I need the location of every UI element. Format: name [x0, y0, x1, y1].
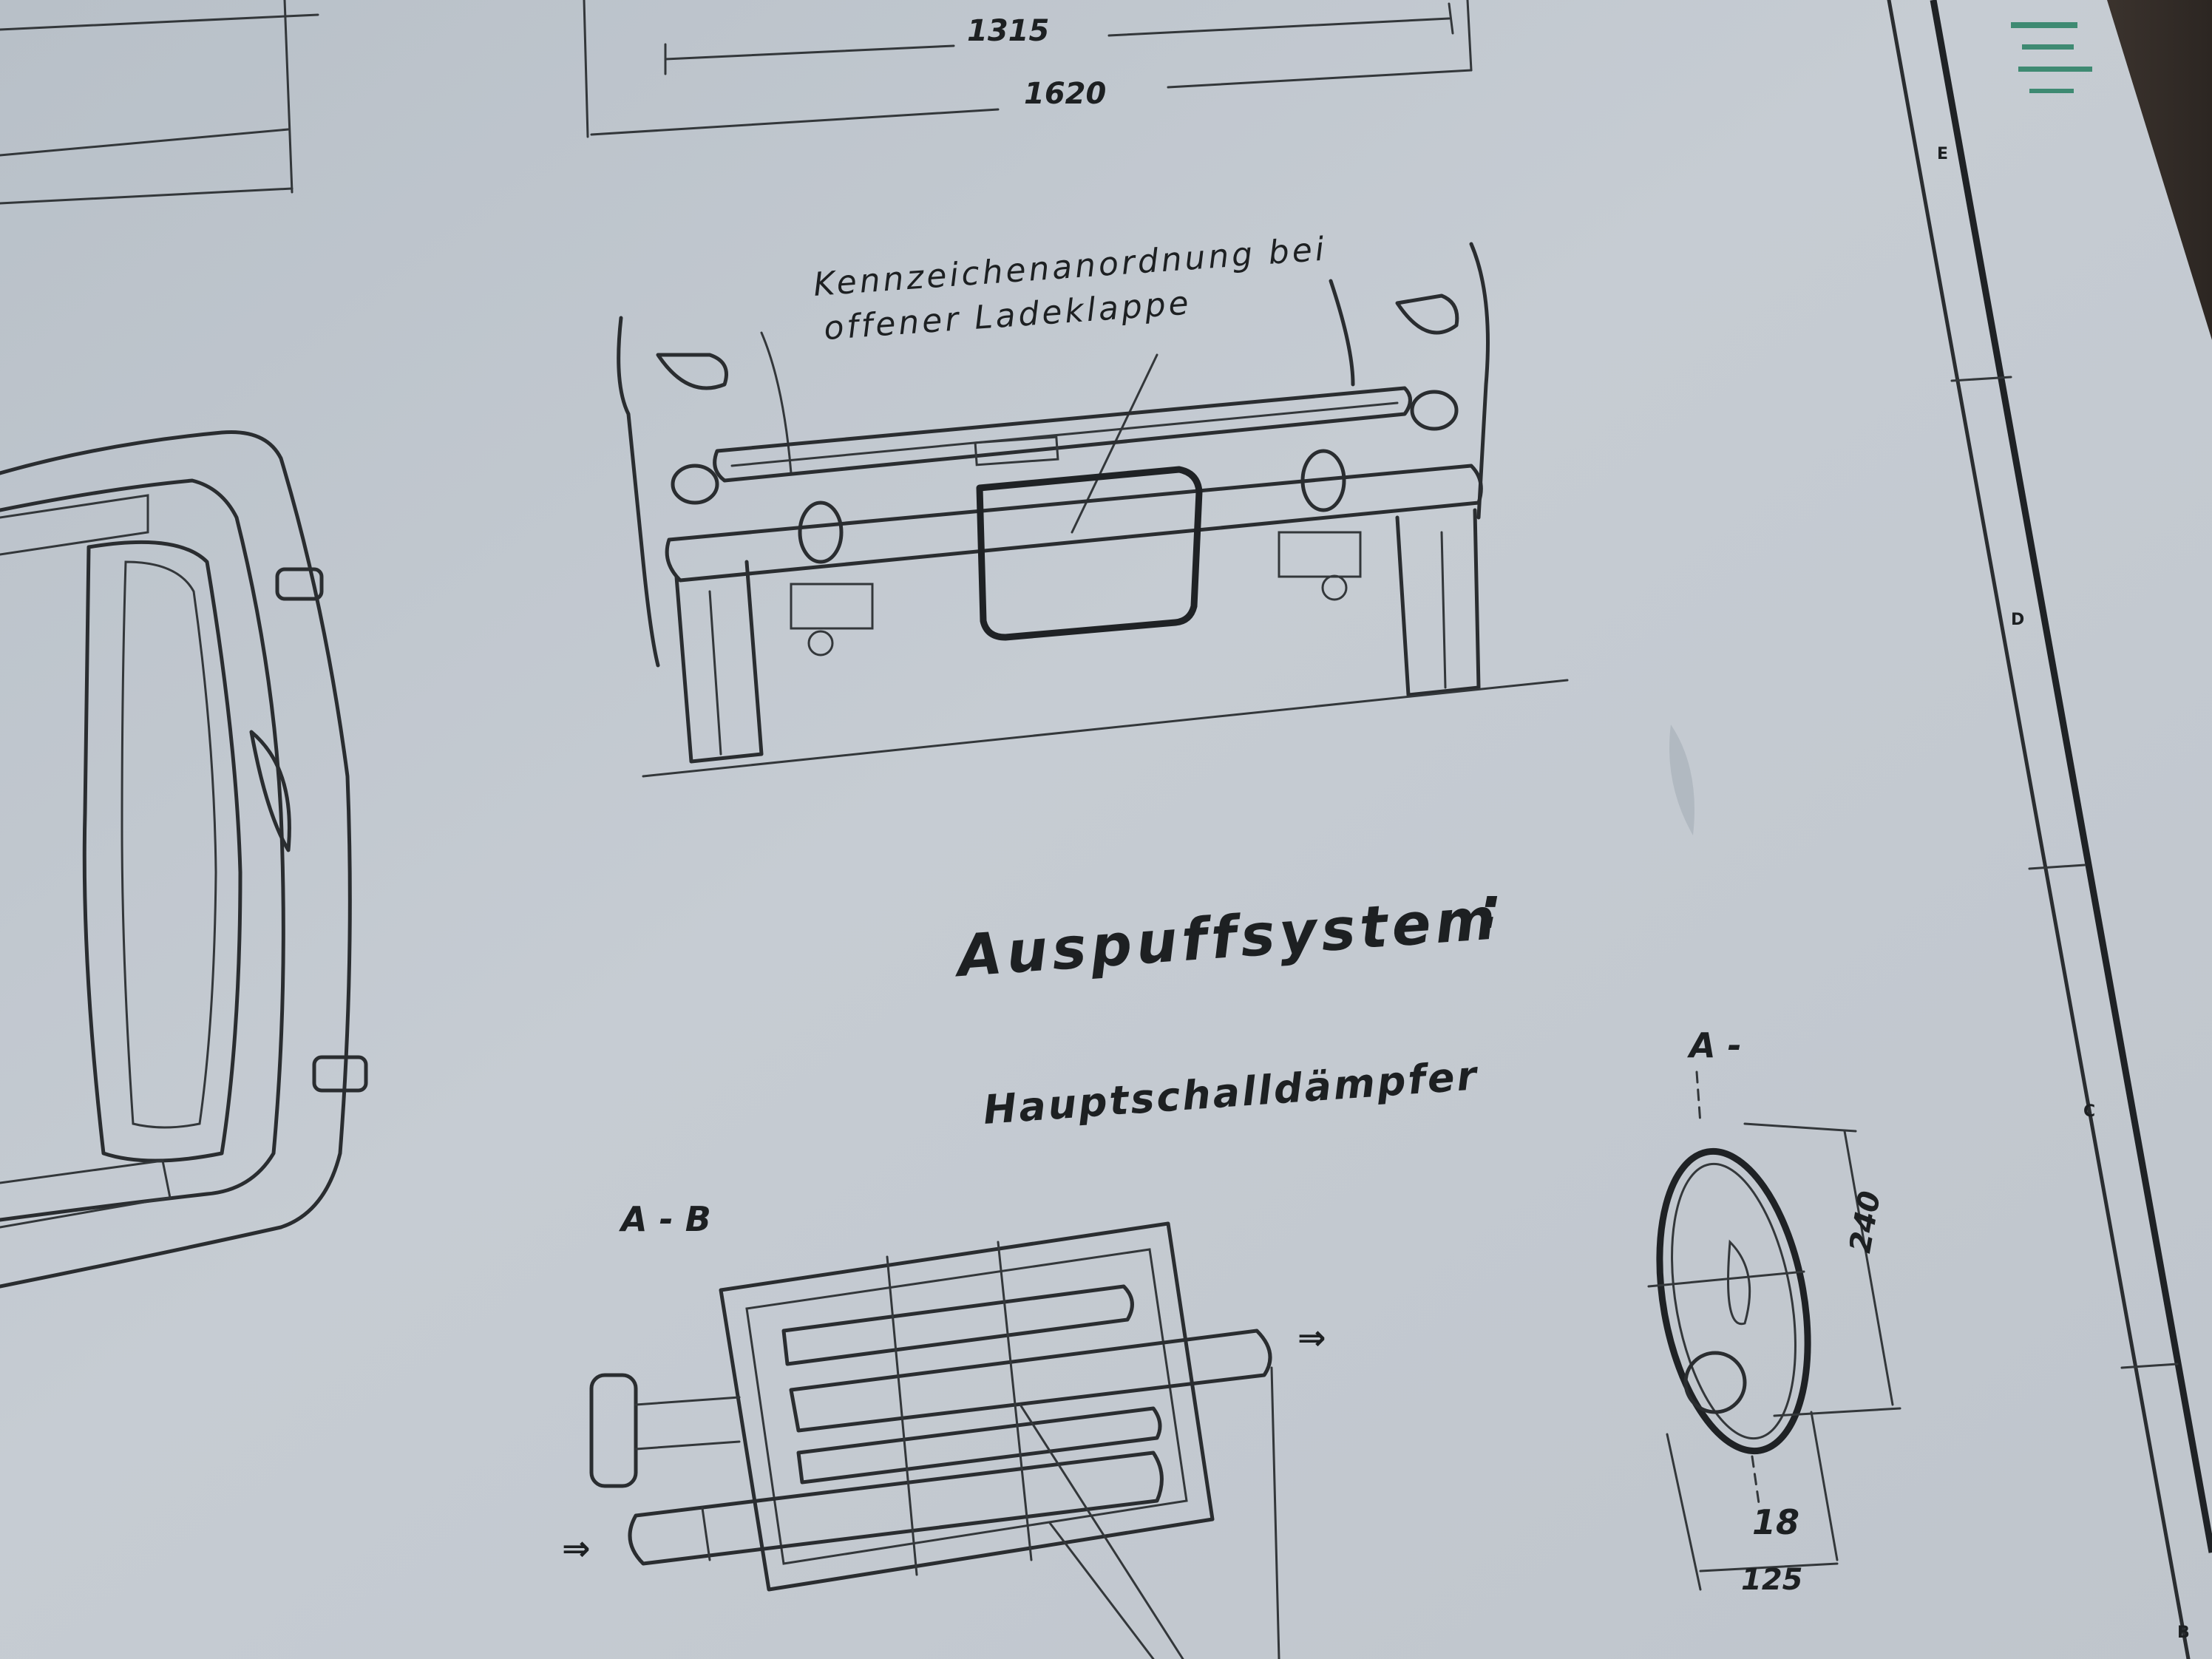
- vehicle-rear-view: [617, 242, 1569, 778]
- zone-letter-e: E: [1937, 145, 1948, 163]
- oval-section-view: [1647, 1071, 1901, 1591]
- zone-letter-c: C: [2083, 1102, 2095, 1121]
- top-dimensions: 1315 1620: [583, 0, 1473, 138]
- dimension-1620: 1620: [1024, 77, 1106, 111]
- section-label-b: 18: [1752, 1502, 1799, 1542]
- section-title-colon: :: [1479, 875, 1506, 942]
- top-left-view-fragment: [0, 0, 319, 205]
- zone-letter-d: D: [2011, 611, 2024, 629]
- flow-arrow-out: ⇒: [1297, 1317, 1326, 1357]
- license-plate: [976, 466, 1203, 641]
- vehicle-top-view-fragment: [0, 430, 368, 1289]
- ink-smudge: [2011, 22, 2092, 93]
- drawing-frame: E D C B: [1887, 0, 2212, 1659]
- section-label-a-b: A - B: [619, 1199, 711, 1239]
- section-label-a: A -: [1687, 1025, 1742, 1065]
- paper-crease: [1669, 725, 1694, 835]
- dimension-1315: 1315: [967, 14, 1049, 48]
- dimension-125: 125: [1741, 1563, 1803, 1597]
- flow-arrow-in: ⇒: [562, 1528, 591, 1568]
- muffler-section-view: [589, 1221, 1280, 1659]
- zone-letter-b: B: [2177, 1624, 2190, 1642]
